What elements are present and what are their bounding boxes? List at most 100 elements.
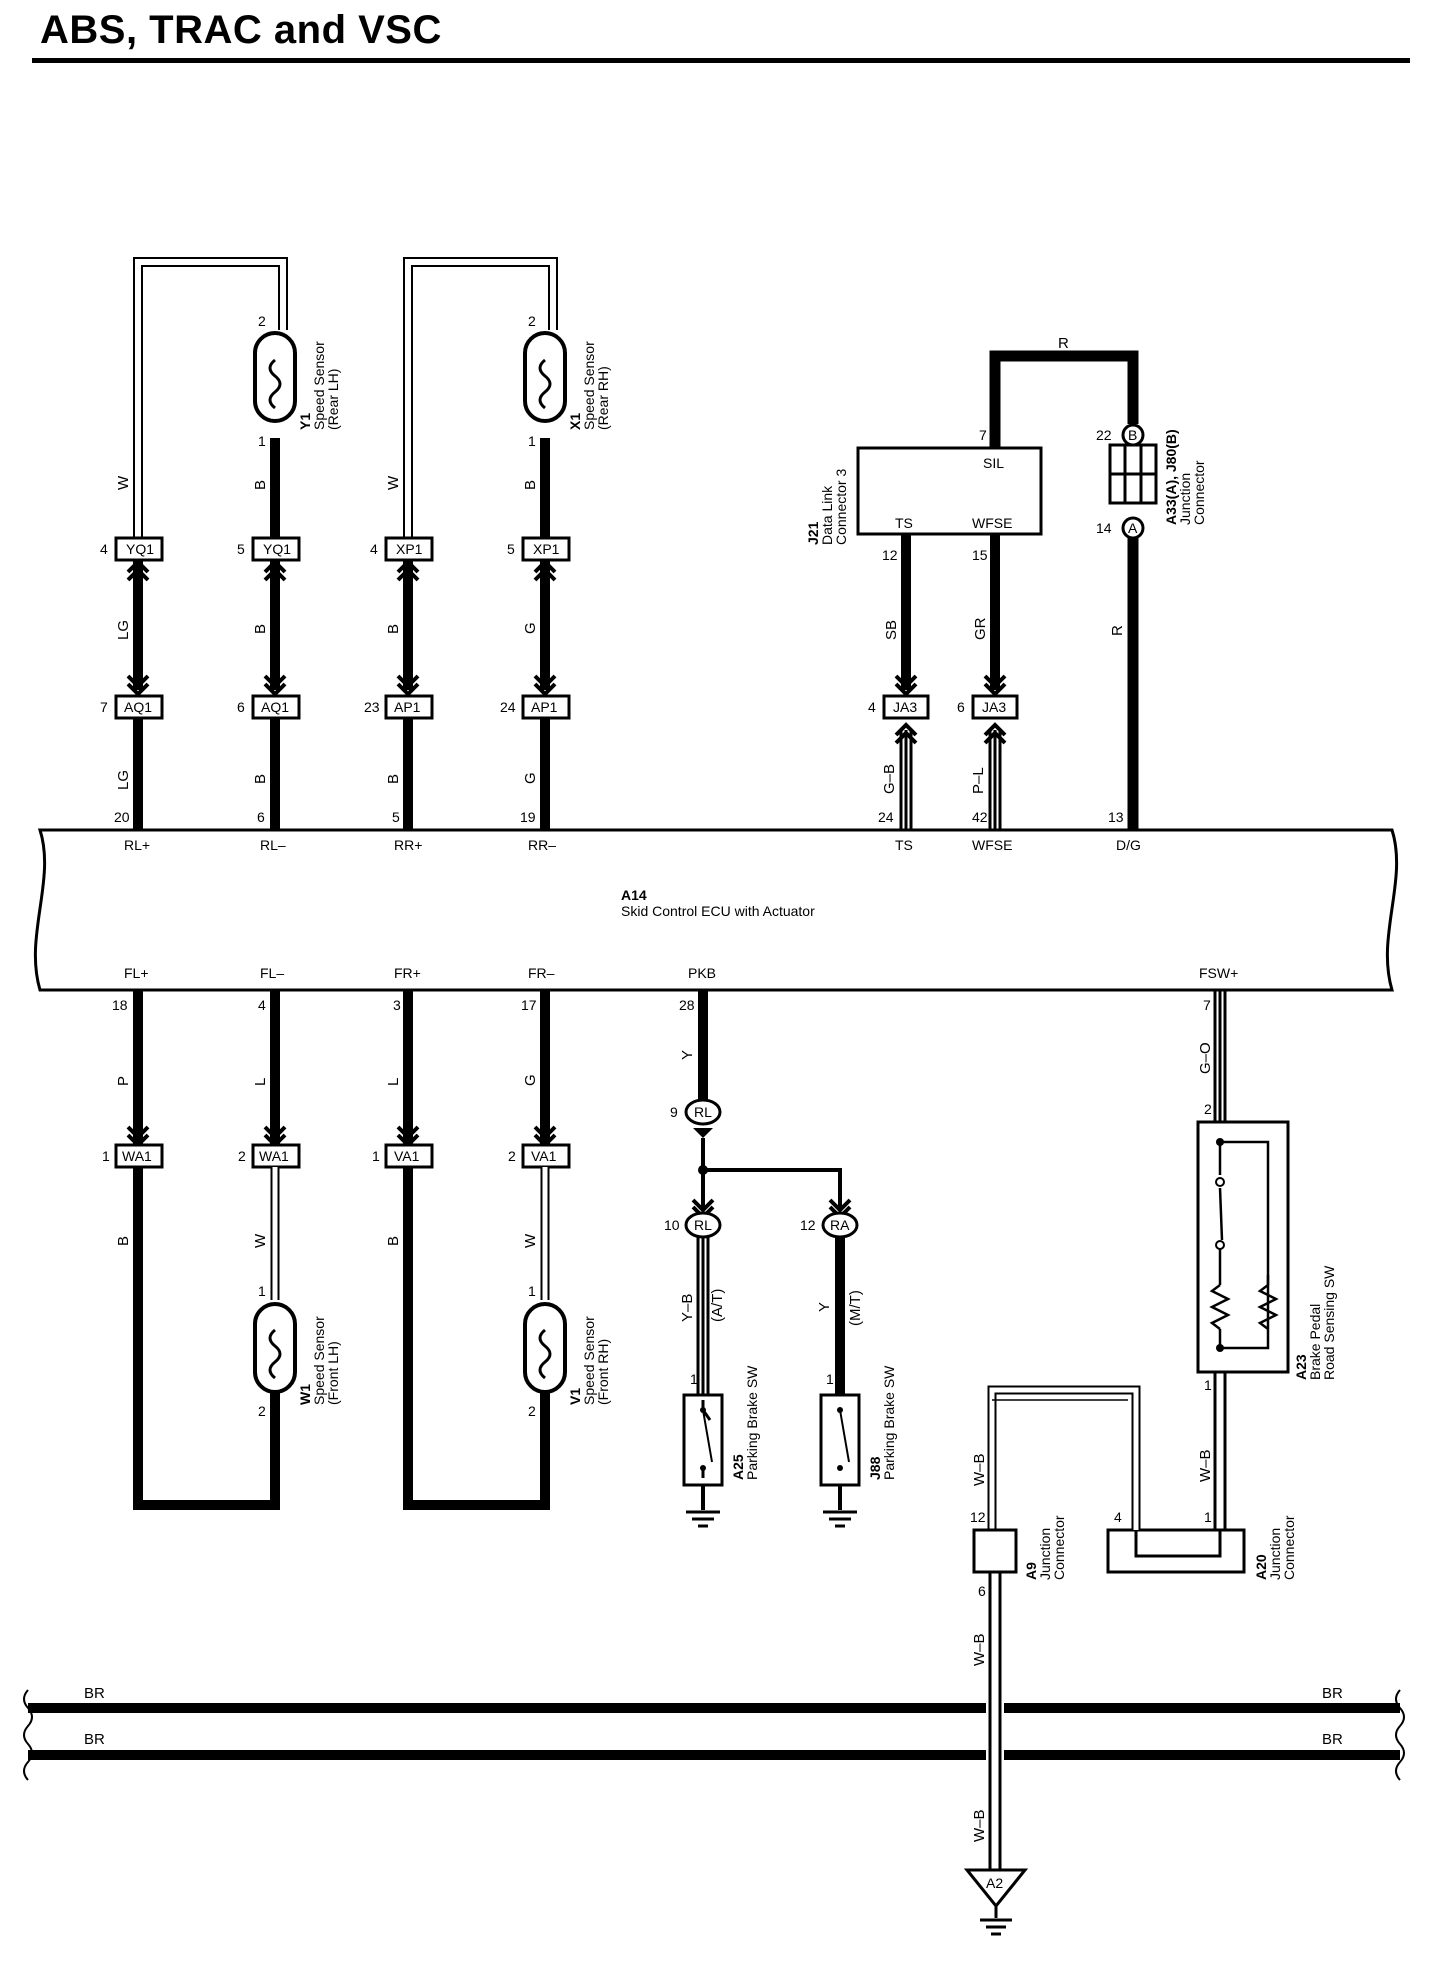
junction-a20-box: [1106, 1528, 1246, 1574]
ecu-term-fl-minus: FL–: [260, 965, 284, 981]
speed-sensor-v1-icon: [523, 1302, 567, 1394]
conn-aq1-7-label: AQ1: [124, 699, 152, 715]
br-label-2-left: BR: [84, 1731, 105, 1748]
ground-j88-icon: [823, 1510, 857, 1528]
ecu-pin-5: 5: [392, 809, 400, 825]
junction-a9-box: [972, 1528, 1018, 1574]
conn-yq1-4-pin: 4: [100, 541, 108, 557]
rear-lh-sensor-group: 2 1 W B Y1 Speed Sensor (Rear LH): [115, 257, 341, 540]
a33-name2: Connector: [1191, 460, 1207, 525]
title-rule: [32, 58, 1410, 63]
a23-name2: Road Sensing SW: [1321, 1265, 1337, 1380]
conn-ap1-23-pin: 23: [364, 699, 380, 715]
a9-id: A9: [1023, 1562, 1039, 1580]
w1-loc: (Front LH): [325, 1341, 341, 1405]
a23-pin-top: 2: [1204, 1101, 1212, 1117]
ecu-a14: A14 Skid Control ECU with Actuator 20 RL…: [33, 809, 1399, 1013]
ecu-term-ts: TS: [895, 837, 913, 853]
rear-rh-b-label: B: [522, 480, 539, 490]
conn-ap1-24-label: AP1: [531, 699, 558, 715]
y1-name: Speed Sensor: [311, 341, 327, 430]
conn-ja3-6-label: JA3: [982, 699, 1006, 715]
dlc3-id: J21: [805, 521, 821, 545]
ground-a2-label: A2: [986, 1875, 1003, 1891]
conn-xp1-5: [521, 536, 571, 562]
ecu-pin-7: 7: [1203, 997, 1211, 1013]
dlc3-group: SIL 7 TS WFSE 12 15 J21 Data Link Connec…: [805, 335, 1139, 830]
ecu-pin-17: 17: [521, 997, 537, 1013]
conn-wa1-1-label: WA1: [122, 1148, 152, 1164]
y1-loc: (Rear LH): [325, 369, 341, 430]
x1-pin-top: 2: [528, 313, 536, 329]
ecu-pin-3: 3: [393, 997, 401, 1013]
conn-ja3-4: [882, 694, 930, 720]
conn-va1-2-pin: 2: [508, 1148, 516, 1164]
ecu-term-rl-plus: RL+: [124, 837, 150, 853]
conn-xp1-4-pin: 4: [370, 541, 378, 557]
wire-r-sil: [989, 350, 1139, 448]
y1-id: Y1: [297, 413, 313, 430]
a33-tag-b-text: B: [1128, 427, 1137, 443]
conn-ap1-23: [384, 694, 434, 720]
a20-name2: Connector: [1281, 1515, 1297, 1580]
wire-label-b-mid-2: B: [385, 624, 402, 634]
conn-rl-9-pin: 9: [670, 1104, 678, 1120]
ecu-term-fl-plus: FL+: [124, 965, 149, 981]
ecu-pin-19: 19: [520, 809, 536, 825]
dlc3-sil-pin: 7: [979, 427, 987, 443]
wire-label-g-b: G–B: [881, 764, 898, 794]
wire-label-b-mid: B: [252, 624, 269, 634]
conn-yq1-5-pin: 5: [237, 541, 245, 557]
ecu-term-fr-plus: FR+: [394, 965, 421, 981]
a9-name: Junction: [1037, 1528, 1053, 1580]
front-lh-b-loop: [133, 1167, 280, 1510]
w1-pin-bottom: 2: [258, 1403, 266, 1419]
a33-pin-14: 14: [1096, 520, 1112, 536]
dlc3-wfse-label: WFSE: [972, 515, 1012, 531]
j88-id: J88: [867, 1456, 883, 1480]
front-rh-b-loop: [403, 1167, 550, 1510]
conn-aq1-6-label: AQ1: [261, 699, 289, 715]
rear-connectors: YQ1 4 YQ1 5 XP1 4 XP1 5 AQ1 7 AQ1 6 AP1 …: [100, 536, 571, 830]
wire-label-w-b-a23: W–B: [1197, 1449, 1214, 1482]
wire-label-p: P: [115, 1076, 132, 1086]
a25-id: A25: [730, 1454, 746, 1480]
conn-ja3-4-label: JA3: [893, 699, 917, 715]
ecu-term-rr-plus: RR+: [394, 837, 422, 853]
conn-xp1-4: [384, 536, 434, 562]
ecu-pin-28: 28: [679, 997, 695, 1013]
wire-label-r-top: R: [1058, 335, 1069, 352]
conn-yq1-5: [251, 536, 301, 562]
a33-id: A33(A), J80(B): [1163, 429, 1179, 525]
conn-va1-1-label: VA1: [394, 1148, 420, 1164]
j88-name: Parking Brake SW: [881, 1365, 897, 1480]
wire-label-y-mt: Y: [816, 1302, 833, 1312]
conn-yq1-5-label: YQ1: [263, 541, 291, 557]
br-label-1-left: BR: [84, 1685, 105, 1702]
conn-wa1-1-pin: 1: [102, 1148, 110, 1164]
wire-label-g-o: G–O: [1197, 1042, 1214, 1074]
conn-rl-9: [684, 1098, 722, 1126]
wire-label-sb: SB: [883, 620, 900, 640]
ecu-term-rl-minus: RL–: [260, 837, 286, 853]
rear-rh-sensor-group: 2 1 W B X1 Speed Sensor (Rear RH): [385, 257, 611, 540]
conn-yq1-4-label: YQ1: [126, 541, 154, 557]
a20-pin-1: 1: [1204, 1509, 1212, 1525]
rear-lh-b-label: B: [252, 480, 269, 490]
a33-name: Junction: [1177, 473, 1193, 525]
ecu-pin-6: 6: [257, 809, 265, 825]
v1-id: V1: [567, 1388, 583, 1405]
wire-label-y-b-pkb: Y–B: [679, 1294, 696, 1322]
conn-aq1-7-pin: 7: [100, 699, 108, 715]
ecu-term-dg: D/G: [1116, 837, 1141, 853]
y1-pin-top: 2: [258, 313, 266, 329]
dlc3-wfse-pin: 15: [972, 547, 988, 563]
ground-a25-icon: [686, 1510, 720, 1528]
wire-label-w-front-lh: W: [252, 1233, 269, 1248]
x1-id: X1: [567, 413, 583, 430]
parking-brake-group: Y RL 9 RL 10 RA 12 Y–B (A/T) Y (M/T): [664, 990, 897, 1528]
wire-label-b-front-lh: B: [115, 1236, 132, 1246]
dlc3-ts-label: TS: [895, 515, 913, 531]
w1-name: Speed Sensor: [311, 1316, 327, 1405]
